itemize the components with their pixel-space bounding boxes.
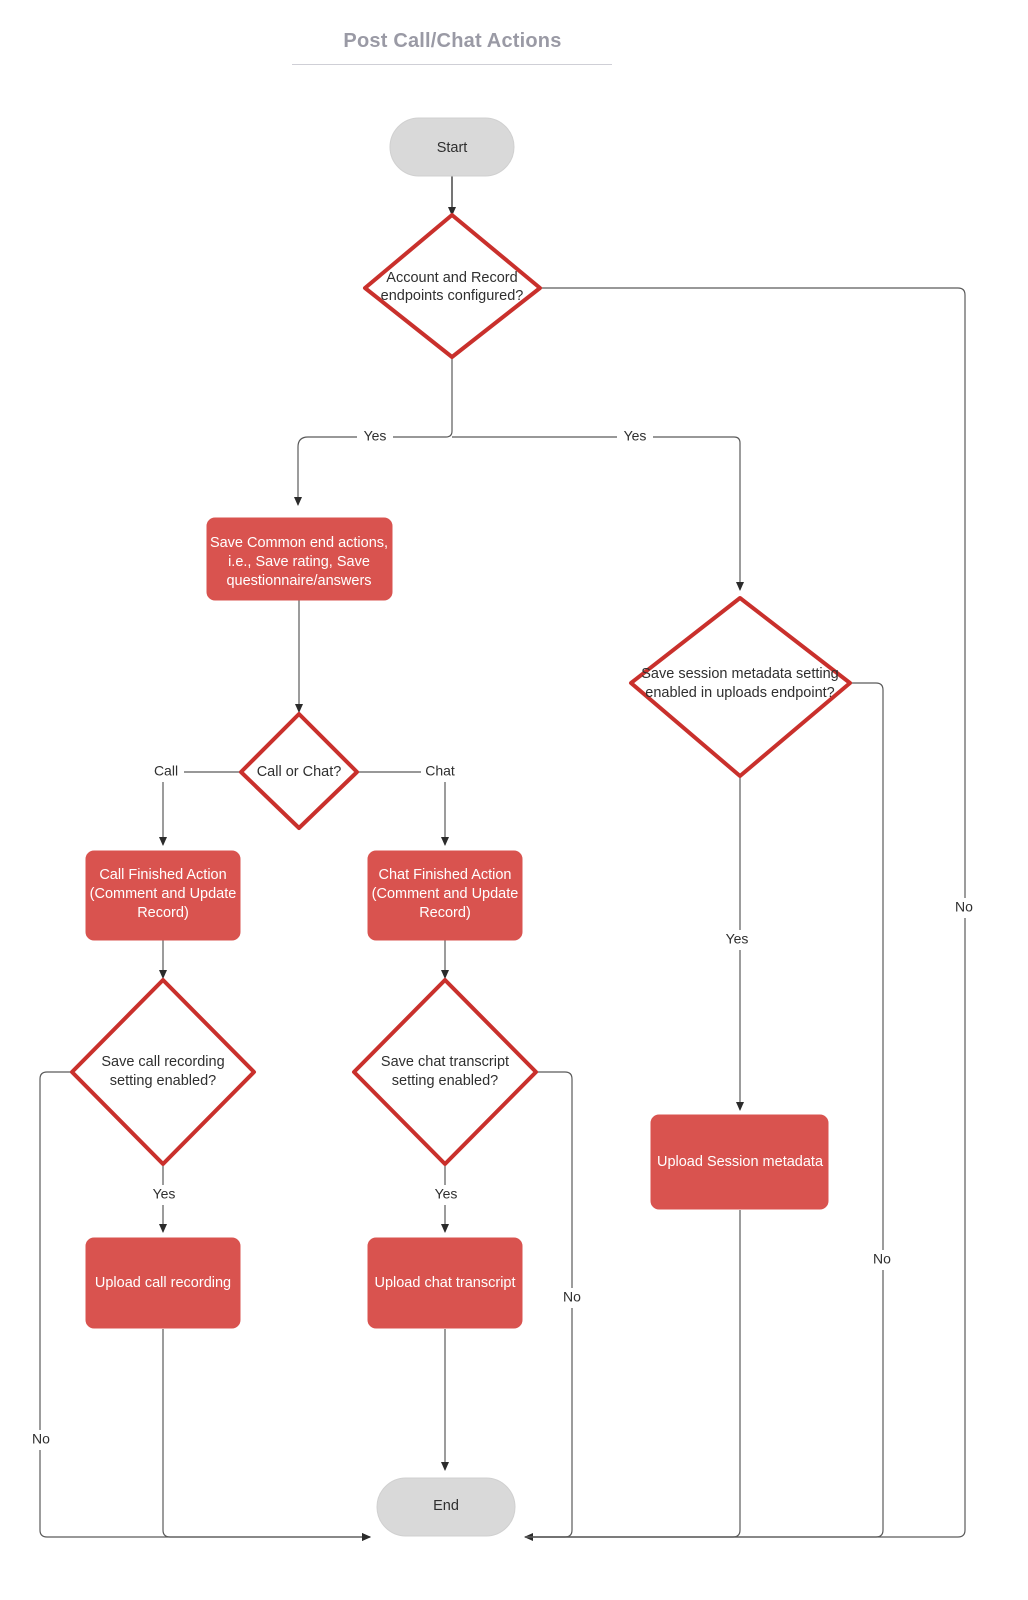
end-label: End — [433, 1498, 459, 1514]
node-upload-chat-transcript[interactable]: Upload chat transcript — [367, 1237, 523, 1329]
page-title: Post Call/Chat Actions — [343, 30, 562, 52]
save-common-label-line1: Save Common end actions, — [210, 535, 388, 551]
decision-endpoints-label-line1: Account and Record — [386, 270, 517, 286]
edge-label-session-metadata-no: No — [866, 1250, 898, 1270]
call-finished-shape — [85, 850, 241, 941]
edge-label-endpoints-no-text: No — [955, 899, 973, 915]
edge-label-chat-transcript-no: No — [556, 1288, 588, 1308]
end-shape — [376, 1477, 516, 1537]
chat-finished-label-line2: (Comment and Update — [372, 886, 519, 902]
node-chat-finished[interactable]: Chat Finished Action (Comment and Update… — [367, 850, 523, 941]
decision-chat-transcript-label-line1: Save chat transcript — [381, 1054, 509, 1070]
start-shape — [389, 117, 515, 177]
start-label: Start — [437, 140, 468, 156]
upload-call-recording-shape — [85, 1237, 241, 1329]
decision-call-recording-label-line2: setting enabled? — [110, 1073, 216, 1089]
node-upload-call-recording[interactable]: Upload call recording — [85, 1237, 241, 1329]
decision-chat-transcript-label-line2: setting enabled? — [392, 1073, 498, 1089]
upload-chat-transcript-label: Upload chat transcript — [374, 1275, 515, 1291]
title-divider — [292, 64, 612, 65]
edge-endpoints-no-to-end — [524, 287, 966, 1541]
edge-label-chat-transcript-yes-text: Yes — [435, 1186, 458, 1202]
edge-label-endpoints-yes-left: Yes — [357, 427, 393, 447]
edge-label-session-metadata-no-text: No — [873, 1251, 891, 1267]
chat-finished-label-line1: Chat Finished Action — [379, 867, 512, 883]
edge-sessionmetadata-no-to-end — [525, 682, 884, 1538]
node-decision-call-recording[interactable]: Save call recording setting enabled? — [70, 978, 256, 1166]
edge-uploadcallrecording-to-end — [162, 1329, 371, 1541]
edge-label-session-metadata-yes: Yes — [719, 930, 755, 950]
node-decision-endpoints[interactable]: Account and Record endpoints configured? — [363, 213, 542, 359]
node-decision-session-metadata[interactable]: Save session metadata setting enabled in… — [629, 596, 852, 778]
chat-finished-label-line3: Record) — [419, 905, 471, 921]
node-start[interactable]: Start — [389, 117, 515, 177]
node-decision-chat-transcript[interactable]: Save chat transcript setting enabled? — [352, 978, 538, 1166]
chat-finished-shape — [367, 850, 523, 941]
edge-label-session-metadata-yes-text: Yes — [726, 931, 749, 947]
edge-label-branch-call: Call — [148, 762, 184, 782]
node-save-common[interactable]: Save Common end actions, i.e., Save rati… — [206, 517, 393, 601]
decision-chat-transcript-shape — [352, 978, 538, 1166]
upload-session-metadata-label: Upload Session metadata — [657, 1154, 824, 1170]
edge-label-chat-transcript-no-text: No — [563, 1289, 581, 1305]
edge-label-endpoints-yes-left-text: Yes — [364, 428, 387, 444]
node-decision-call-or-chat[interactable]: Call or Chat? — [239, 712, 359, 830]
node-upload-session-metadata[interactable]: Upload Session metadata — [650, 1114, 829, 1210]
save-common-shape — [206, 517, 393, 601]
edge-label-branch-chat-text: Chat — [425, 763, 455, 779]
edge-label-endpoints-no: No — [948, 898, 980, 918]
decision-call-recording-label-line1: Save call recording — [101, 1054, 224, 1070]
decision-session-metadata-label-line1: Save session metadata setting — [641, 666, 838, 682]
call-finished-label-line2: (Comment and Update — [90, 886, 237, 902]
upload-session-metadata-shape — [650, 1114, 829, 1210]
edge-label-endpoints-yes-right: Yes — [617, 427, 653, 447]
edge-label-call-recording-no-text: No — [32, 1431, 50, 1447]
edge-label-branch-call-text: Call — [154, 763, 178, 779]
upload-chat-transcript-shape — [367, 1237, 523, 1329]
save-common-label-line3: questionnaire/answers — [226, 573, 371, 589]
edge-label-call-recording-no: No — [25, 1430, 57, 1450]
call-finished-label-line1: Call Finished Action — [99, 867, 226, 883]
edge-label-call-recording-yes: Yes — [146, 1185, 182, 1205]
edge-callrecording-no-to-end — [39, 1071, 371, 1541]
decision-session-metadata-shape — [629, 596, 852, 778]
call-finished-label-line3: Record) — [137, 905, 189, 921]
edge-label-endpoints-yes-right-text: Yes — [624, 428, 647, 444]
edge-branch-chat — [356, 771, 449, 846]
decision-call-or-chat-shape — [239, 712, 359, 830]
decision-endpoints-label-line2: endpoints configured? — [381, 288, 524, 304]
edge-label-branch-chat: Chat — [421, 762, 459, 782]
decision-call-or-chat-label: Call or Chat? — [257, 764, 342, 780]
node-end[interactable]: End — [376, 1477, 516, 1537]
decision-endpoints-shape — [363, 213, 542, 359]
edge-uploadsessionmetadata-to-end — [525, 1210, 741, 1538]
edge-branch-call — [159, 771, 242, 846]
save-common-label-line2: i.e., Save rating, Save — [228, 554, 370, 570]
decision-call-recording-shape — [70, 978, 256, 1166]
edge-label-chat-transcript-yes: Yes — [428, 1185, 464, 1205]
decision-session-metadata-label-line2: enabled in uploads endpoint? — [645, 685, 834, 701]
node-call-finished[interactable]: Call Finished Action (Comment and Update… — [85, 850, 241, 941]
edge-endpoints-yes-right — [452, 436, 744, 591]
edge-label-call-recording-yes-text: Yes — [153, 1186, 176, 1202]
upload-call-recording-label: Upload call recording — [95, 1275, 231, 1291]
